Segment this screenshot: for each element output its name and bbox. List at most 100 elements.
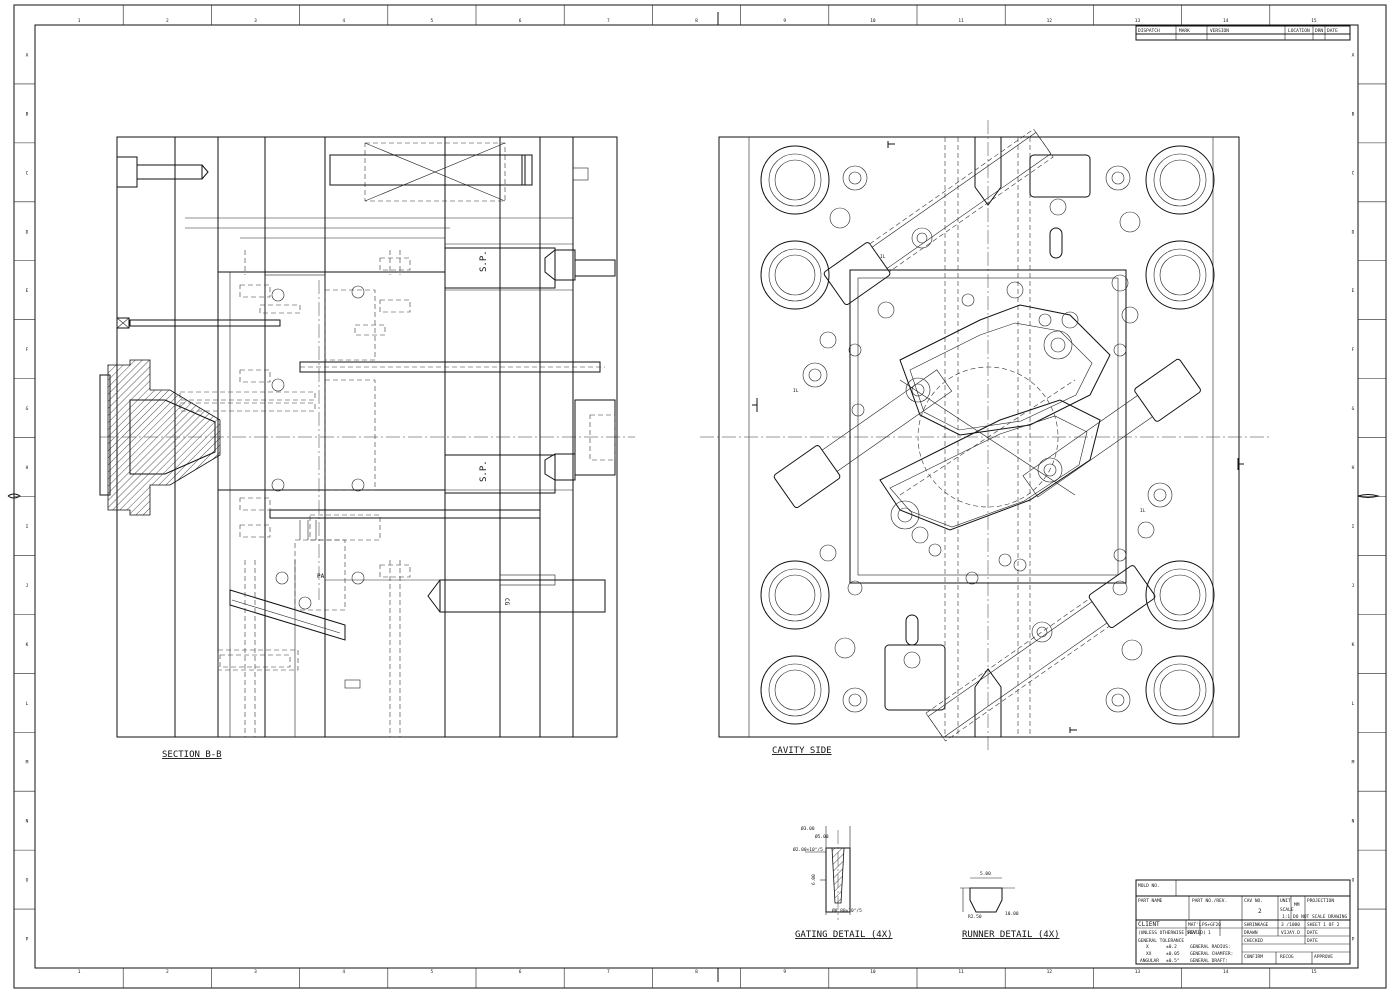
tb-rev-value: 1 <box>1208 930 1211 936</box>
column-zone-label: 8 <box>695 969 698 975</box>
row-zone-label: C <box>26 170 29 176</box>
tb-matl: MAT'L <box>1188 922 1202 928</box>
tb-sheet: SHEET 1 OF 2 <box>1307 922 1340 928</box>
part-cavities <box>879 293 1111 567</box>
tb-scale: SCALE <box>1280 907 1294 913</box>
row-zone-label: D <box>26 229 29 235</box>
rev-header-location: LOCATION <box>1288 28 1310 34</box>
title-block: MOLD NO. PART NAME PART NO./REV. CAV NO.… <box>1135 879 1351 965</box>
cavity-il-label-3: IL <box>1140 508 1146 514</box>
column-zone-label: 6 <box>519 18 522 24</box>
column-zone-label: 7 <box>607 18 610 24</box>
tb-part-name: PART NAME <box>1138 898 1163 904</box>
section-sp-label-2: S.P. <box>479 460 489 482</box>
rev-header-dispatch: DISPATCH <box>1138 28 1160 34</box>
tb-projection: PROJECTION <box>1307 898 1334 904</box>
tb-cav-no: CAV NO. <box>1244 898 1263 904</box>
column-zone-label: 13 <box>1135 969 1141 975</box>
column-zone-label: 4 <box>342 969 345 975</box>
rev-header-version: VERSION <box>1210 28 1229 34</box>
column-zone-label: 6 <box>519 969 522 975</box>
tb-confirm: CONFIRM <box>1244 954 1263 960</box>
tb-date2: DATE <box>1307 938 1318 944</box>
tb-checked: CHECKED <box>1244 938 1263 944</box>
row-zone-label: I <box>26 524 29 530</box>
row-zone-label: G <box>26 406 29 412</box>
column-zone-label: 13 <box>1135 18 1141 24</box>
tb-drawn: DRAWN <box>1244 930 1258 936</box>
row-zone-label: K <box>1352 642 1355 648</box>
tb-gen-chamfer: GENERAL CHAMFER: <box>1190 951 1233 957</box>
column-zone-label: 3 <box>254 18 257 24</box>
rev-header-date: DATE <box>1327 28 1338 34</box>
column-zone-label: 3 <box>254 969 257 975</box>
tb-unit: UNIT <box>1280 898 1291 904</box>
row-zone-label: N <box>1352 819 1355 825</box>
runner-dim-1: 5.00 <box>980 871 991 877</box>
section-cg-label: CG <box>503 598 510 606</box>
screw-holes <box>802 165 1173 713</box>
gating-dim-3: Ø2.00×10°/5 <box>793 846 823 853</box>
gating-dim-5: 6.00 <box>811 874 817 885</box>
column-zone-label: 10 <box>870 969 876 975</box>
row-zone-label: B <box>1352 111 1355 117</box>
tb-drawn-value: VIJAY.D <box>1281 930 1300 936</box>
column-zone-label: 1 <box>78 18 81 24</box>
runner-detail-title: RUNNER DETAIL (4X) <box>962 930 1060 940</box>
rev-header-mark: MARK <box>1179 28 1190 34</box>
column-zone-label: 8 <box>695 18 698 24</box>
tb-shrinkage: SHRINKAGE <box>1244 922 1269 928</box>
section-sp-label-1: S.P. <box>479 250 489 272</box>
row-zone-label: A <box>26 52 29 58</box>
column-zone-label: 9 <box>783 969 786 975</box>
tb-scale-value: 1:1 <box>1282 914 1290 920</box>
row-zone-label: M <box>1352 760 1355 766</box>
tb-cav-value: 2 <box>1258 908 1262 915</box>
row-zone-label: O <box>26 878 29 884</box>
gating-dim-4: Ø0.80×10°/5 <box>832 907 862 914</box>
tb-tol-x-val: ±0.2 <box>1166 944 1177 950</box>
row-zone-label: F <box>1352 347 1355 353</box>
gating-detail-title: GATING DETAIL (4X) <box>795 930 893 940</box>
outer-border <box>13 4 1387 989</box>
tb-tol-ang: ANGULAR <box>1140 958 1159 964</box>
column-zone-label: 5 <box>431 969 434 975</box>
column-zone-label: 4 <box>342 18 345 24</box>
column-zone-marks: 1122334455667788991010111112121313141415… <box>78 5 1317 988</box>
column-zone-label: 12 <box>1047 18 1053 24</box>
column-zone-label: 12 <box>1047 969 1053 975</box>
row-zone-label: J <box>26 583 29 589</box>
column-zone-label: 2 <box>166 18 169 24</box>
row-zone-label: H <box>26 465 29 471</box>
gating-dim-1: Ø3.00 <box>801 825 815 832</box>
column-zone-label: 1 <box>78 969 81 975</box>
tb-client: CLIENT <box>1138 921 1160 928</box>
tb-tol-xx-val: ±0.05 <box>1166 951 1180 957</box>
tb-matl-value: PS+GF20 <box>1202 922 1221 928</box>
row-zone-label: L <box>1352 701 1355 707</box>
column-zone-label: 11 <box>958 18 964 24</box>
cavity-view-label: CAVITY SIDE <box>772 746 832 756</box>
column-zone-label: 15 <box>1311 18 1317 24</box>
guide-bushings <box>760 145 1215 725</box>
tb-recog: RECOG <box>1280 954 1294 960</box>
row-zone-label: K <box>26 642 29 648</box>
runner-dim-3: 10.00 <box>1005 911 1019 917</box>
revision-header: DISPATCH MARK VERSION LOCATION DRN DATE <box>1135 25 1351 41</box>
tb-shrinkage-value: 3 /1000 <box>1281 922 1300 928</box>
row-zone-label: F <box>26 347 29 353</box>
row-zone-label: G <box>1352 406 1355 412</box>
row-zone-label: N <box>26 819 29 825</box>
tb-tol-x: X <box>1146 944 1149 950</box>
tb-gen-radius: GENERAL RADIUS: <box>1190 944 1231 950</box>
column-zone-label: 14 <box>1223 18 1229 24</box>
row-zone-label: E <box>26 288 29 294</box>
tb-unless: (UNLESS OTHERWISE STATED) <box>1138 930 1206 936</box>
section-view: S.P. S.P. CG PA <box>99 136 635 760</box>
tb-gen-draft: GENERAL DRAFT: <box>1190 958 1228 964</box>
section-pa-label: PA <box>317 573 325 580</box>
row-zone-label: I <box>1352 524 1355 530</box>
row-zone-label: H <box>1352 465 1355 471</box>
